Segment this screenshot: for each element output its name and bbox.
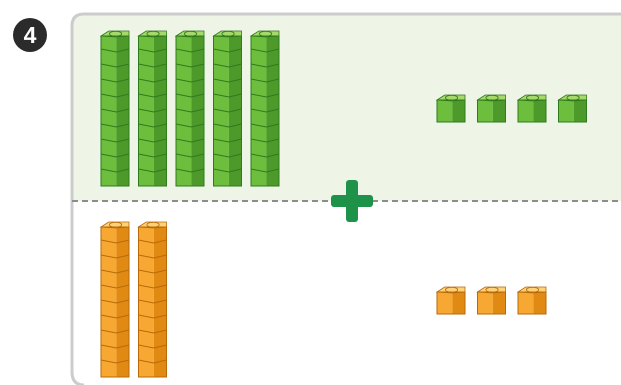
ones-cube — [516, 94, 547, 123]
blocks-panel — [70, 12, 621, 385]
plus-icon — [331, 180, 373, 222]
top-region — [72, 14, 621, 201]
ones-cube — [516, 286, 547, 315]
top-blocks-group — [99, 30, 587, 187]
tens-rod — [99, 221, 130, 378]
tens-rod — [99, 30, 130, 187]
ones-cube — [557, 94, 587, 123]
ones-cube — [435, 286, 466, 315]
problem-number: 4 — [24, 22, 37, 48]
tens-rod — [249, 30, 280, 187]
ones-cube — [476, 94, 506, 123]
bottom-region — [72, 201, 621, 385]
tens-rod — [137, 221, 167, 378]
tens-rod — [212, 30, 242, 187]
bottom-blocks-group — [99, 221, 547, 378]
tens-rod — [137, 30, 167, 187]
panel-border — [70, 12, 621, 385]
problem-number-badge: 4 — [13, 18, 47, 52]
ones-cube — [476, 286, 506, 315]
ones-cube — [435, 94, 466, 123]
tens-rod — [174, 30, 205, 187]
